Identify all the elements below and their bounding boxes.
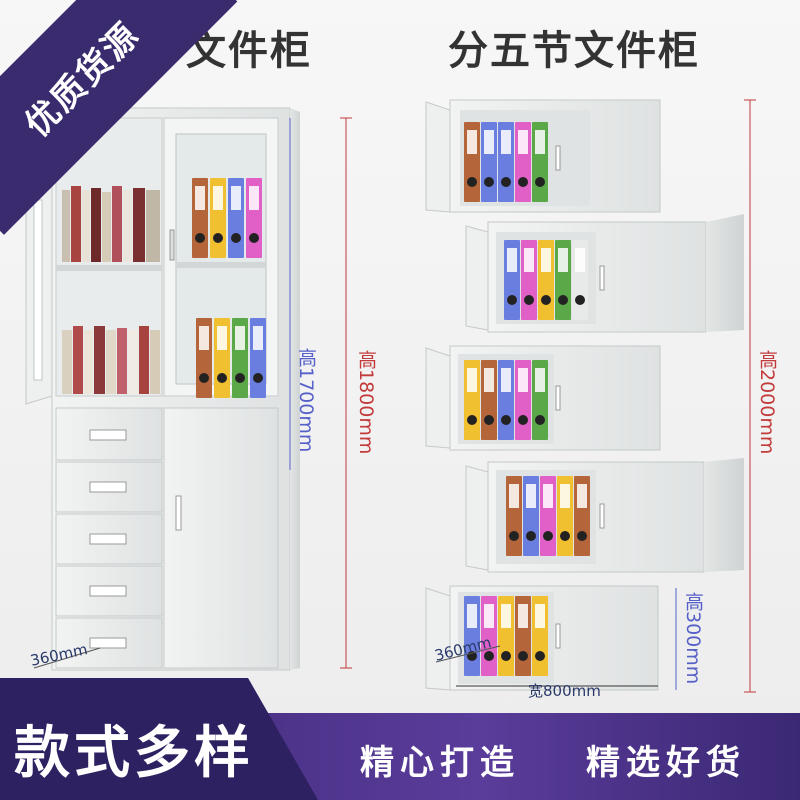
bottom-main-text: 款式多样 [14, 721, 254, 786]
drawers [55, 407, 163, 669]
title-left: 文件柜 [186, 28, 312, 74]
slogan-1: 精心打造 [360, 743, 520, 783]
right-cabinet [425, 99, 756, 693]
dim-right-height: 高2000mm [756, 350, 778, 455]
dim-left-outer-height: 高1800mm [355, 350, 377, 455]
books-lower [62, 326, 160, 394]
books-upper [62, 186, 160, 262]
dim-left-inner-height: 高1700mm [295, 348, 317, 453]
dim-width: 宽800mm [528, 682, 601, 700]
slogan-2: 精选好货 [586, 743, 746, 783]
dim-section-height: 高300mm [682, 592, 704, 685]
title-right: 分五节文件柜 [448, 28, 700, 74]
